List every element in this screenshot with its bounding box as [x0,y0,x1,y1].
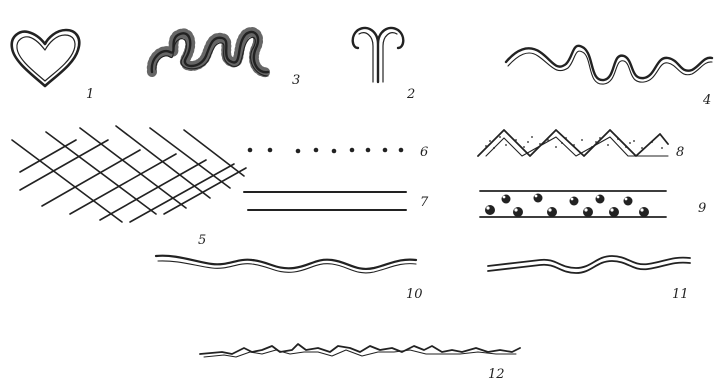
label-1: 1 [86,87,94,102]
jagged-line-shape [200,344,520,357]
parallel-lines-shape [244,192,406,210]
zigzag-shape [478,130,668,156]
label-4: 4 [702,93,711,108]
scallop-shape [156,256,416,273]
aries-shape [353,28,404,82]
label-5: 5 [198,233,206,248]
label-3: 3 [292,73,300,88]
bubbles-shape [480,191,666,217]
dots-shape [248,148,404,154]
heart-shape [12,30,80,86]
label-10: 10 [406,287,423,302]
label-8: 8 [676,145,684,160]
squiggle-shape [152,32,268,76]
double-scallop-shape [488,256,690,273]
label-9: 9 [698,201,706,216]
label-2: 2 [406,87,415,102]
label-7: 7 [420,195,429,210]
label-11: 11 [672,287,689,302]
wave-shape [506,46,712,84]
label-12: 12 [488,367,505,382]
label-6: 6 [420,145,428,160]
grid-shape [12,126,246,222]
